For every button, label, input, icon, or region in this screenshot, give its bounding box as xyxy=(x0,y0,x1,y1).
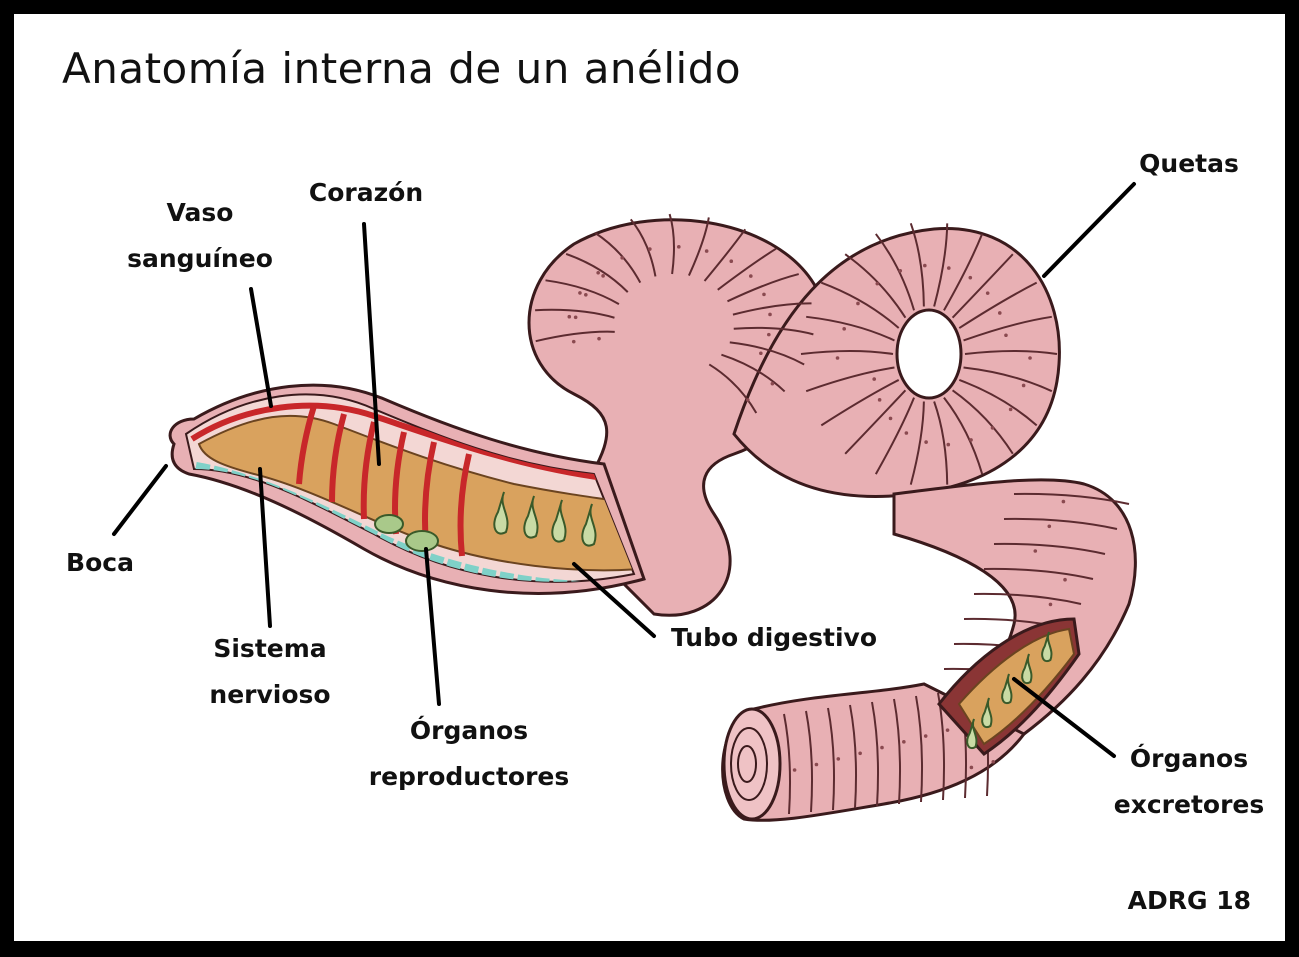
cutaway-section xyxy=(170,385,644,593)
queta-dot xyxy=(858,751,862,755)
queta-dot xyxy=(836,356,840,360)
queta-dot xyxy=(905,431,909,435)
queta-dot xyxy=(596,271,600,275)
queta-dot xyxy=(991,760,995,764)
queta-dot xyxy=(768,313,772,317)
queta-dot xyxy=(767,333,771,337)
queta-dot xyxy=(759,351,763,355)
label-quetas: Quetas xyxy=(1139,141,1239,187)
diagram-frame: Anatomía interna de un anélido xyxy=(10,10,1289,945)
queta-dot xyxy=(1063,578,1067,582)
queta-dot xyxy=(837,757,841,761)
queta-dot xyxy=(677,245,681,249)
queta-dot xyxy=(842,327,846,331)
queta-dot xyxy=(856,302,860,306)
queta-dot xyxy=(729,259,733,263)
queta-dot xyxy=(1062,500,1066,504)
queta-dot xyxy=(815,763,819,767)
queta-dot xyxy=(597,337,601,341)
queta-dot xyxy=(946,443,950,447)
queta-dot xyxy=(875,282,879,286)
annelid-illustration xyxy=(14,14,1293,949)
queta-dot xyxy=(968,276,972,280)
queta-dot xyxy=(584,293,588,297)
queta-dot xyxy=(872,377,876,381)
worm-tail-end xyxy=(724,709,780,819)
queta-dot xyxy=(1028,356,1032,360)
queta-dot xyxy=(924,440,928,444)
queta-dot xyxy=(793,768,797,772)
label-boca: Boca xyxy=(66,540,134,586)
queta-dot xyxy=(746,398,750,402)
queta-dot xyxy=(1004,333,1008,337)
label-vaso-sanguineo: Vaso sanguíneo xyxy=(127,190,273,282)
credit-text: ADRG 18 xyxy=(1128,886,1251,915)
queta-dot xyxy=(567,315,571,319)
queta-dot xyxy=(889,417,893,421)
label-organos-reproductores: Órganos reproductores xyxy=(369,708,570,800)
queta-dot xyxy=(946,728,950,732)
label-organos-excretores: Órganos excretores xyxy=(1114,736,1264,828)
queta-dot xyxy=(648,247,652,251)
queta-dot xyxy=(578,291,582,295)
queta-dot xyxy=(771,382,775,386)
queta-dot xyxy=(924,734,928,738)
queta-dot xyxy=(1049,603,1053,607)
queta-dot xyxy=(574,315,578,319)
leader-quetas xyxy=(1044,184,1134,276)
queta-dot xyxy=(1034,549,1038,553)
queta-dot xyxy=(898,269,902,273)
queta-dot xyxy=(998,311,1002,315)
queta-dot xyxy=(572,340,576,344)
queta-dot xyxy=(880,746,884,750)
queta-dot xyxy=(705,249,709,253)
label-corazon: Corazón xyxy=(309,170,423,216)
queta-dot xyxy=(749,274,753,278)
label-sistema-nervioso: Sistema nervioso xyxy=(209,626,330,718)
queta-dot xyxy=(1047,525,1051,529)
label-tubo-digestivo: Tubo digestivo xyxy=(671,615,877,661)
leader-vaso xyxy=(251,289,271,406)
queta-dot xyxy=(970,766,974,770)
queta-dot xyxy=(1022,384,1026,388)
queta-dot xyxy=(923,264,927,268)
queta-dot xyxy=(620,256,624,260)
queta-dot xyxy=(762,293,766,297)
queta-dot xyxy=(986,291,990,295)
queta-dot xyxy=(902,740,906,744)
queta-dot xyxy=(969,438,973,442)
queta-dot xyxy=(878,398,882,402)
queta-dot xyxy=(601,274,605,278)
queta-dot xyxy=(991,426,995,430)
leader-boca xyxy=(114,466,166,534)
queta-dot xyxy=(1009,408,1013,412)
queta-dot xyxy=(947,266,951,270)
worm-loop-hole xyxy=(897,310,961,398)
